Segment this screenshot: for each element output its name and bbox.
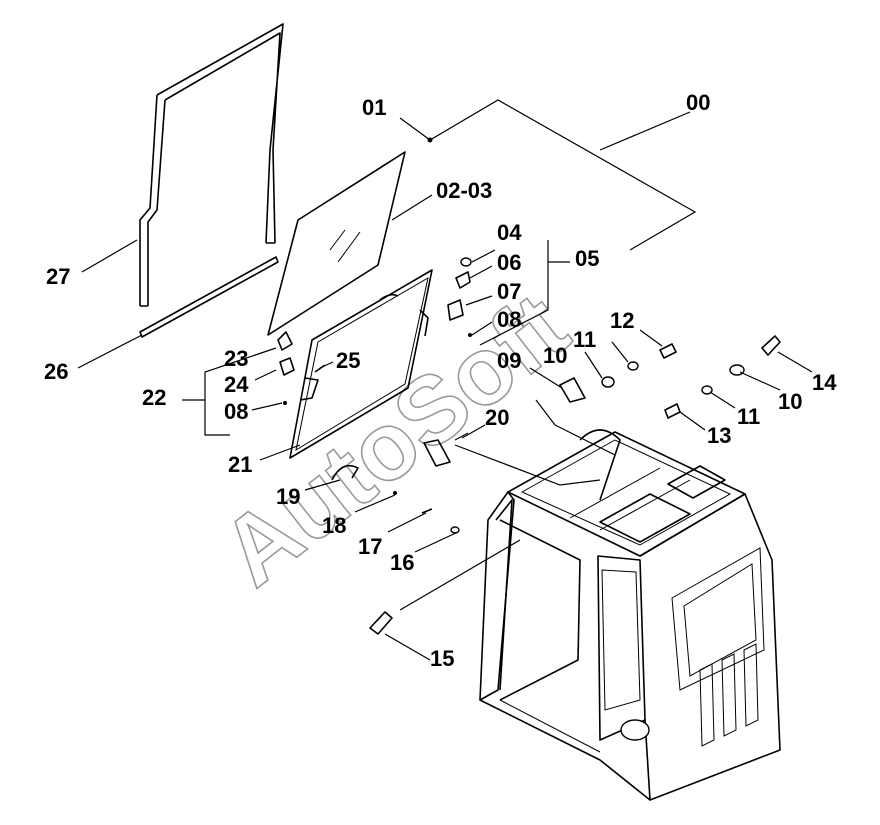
- callout-18: 18: [322, 513, 346, 538]
- callout-12: 12: [610, 308, 634, 333]
- callout-labels: 00 01 02-03 04 05 06 07 08 09 10 11 12 1…: [44, 90, 837, 671]
- callout-19: 19: [276, 484, 300, 509]
- callout-26: 26: [44, 359, 68, 384]
- callout-17: 17: [358, 534, 382, 559]
- washer-10a: [601, 376, 615, 388]
- callout-22: 22: [142, 385, 166, 410]
- callout-08-left: 08: [224, 399, 248, 424]
- callout-04: 04: [497, 220, 522, 245]
- handle-19: [331, 464, 359, 481]
- glass-pane-02-03: [267, 151, 406, 336]
- leader-lines: [77, 99, 813, 661]
- callout-16: 16: [390, 550, 414, 575]
- cover-15: [369, 611, 393, 635]
- bracket-09: [559, 377, 586, 403]
- callout-23: 23: [224, 346, 248, 371]
- latch-07: [447, 299, 464, 321]
- callout-11-right: 11: [737, 404, 760, 429]
- callout-00: 00: [686, 90, 710, 115]
- bolt-12: [659, 343, 677, 359]
- cab-body: [479, 429, 781, 801]
- callout-06: 06: [497, 250, 521, 275]
- bracket-20: [423, 432, 469, 467]
- callout-14: 14: [812, 370, 837, 395]
- plate-14: [761, 335, 781, 356]
- washer-11a: [627, 361, 639, 371]
- nut-08-right: [468, 333, 472, 337]
- cab-emblem: [620, 719, 650, 741]
- nut-08-left: [283, 401, 287, 405]
- nut-18: [393, 491, 397, 495]
- clip-23: [277, 331, 293, 351]
- callout-08: 08: [497, 307, 521, 332]
- seal-bar-26: [139, 256, 279, 338]
- callout-15: 15: [430, 646, 454, 671]
- callout-25: 25: [336, 348, 360, 373]
- callout-07: 07: [497, 279, 521, 304]
- window-seal-27: [139, 23, 284, 307]
- callout-20: 20: [485, 405, 509, 430]
- washer-11b: [701, 385, 713, 395]
- callout-11-left: 11: [573, 327, 596, 352]
- callout-02-03: 02-03: [436, 178, 492, 203]
- bolt-13: [664, 403, 681, 419]
- pin-17: [421, 508, 433, 514]
- callout-24: 24: [224, 372, 249, 397]
- callout-01: 01: [362, 95, 386, 120]
- door-frame-21: [289, 269, 433, 459]
- callout-10-right: 10: [778, 389, 802, 414]
- callout-27: 27: [46, 264, 70, 289]
- callout-10-left: 10: [543, 343, 567, 368]
- clip-24: [279, 357, 295, 376]
- latch-06: [455, 271, 471, 289]
- callout-05: 05: [575, 246, 599, 271]
- hardware-04: [460, 257, 472, 267]
- callout-09: 09: [497, 348, 521, 373]
- callout-21: 21: [228, 452, 252, 477]
- callout-13: 13: [707, 423, 731, 448]
